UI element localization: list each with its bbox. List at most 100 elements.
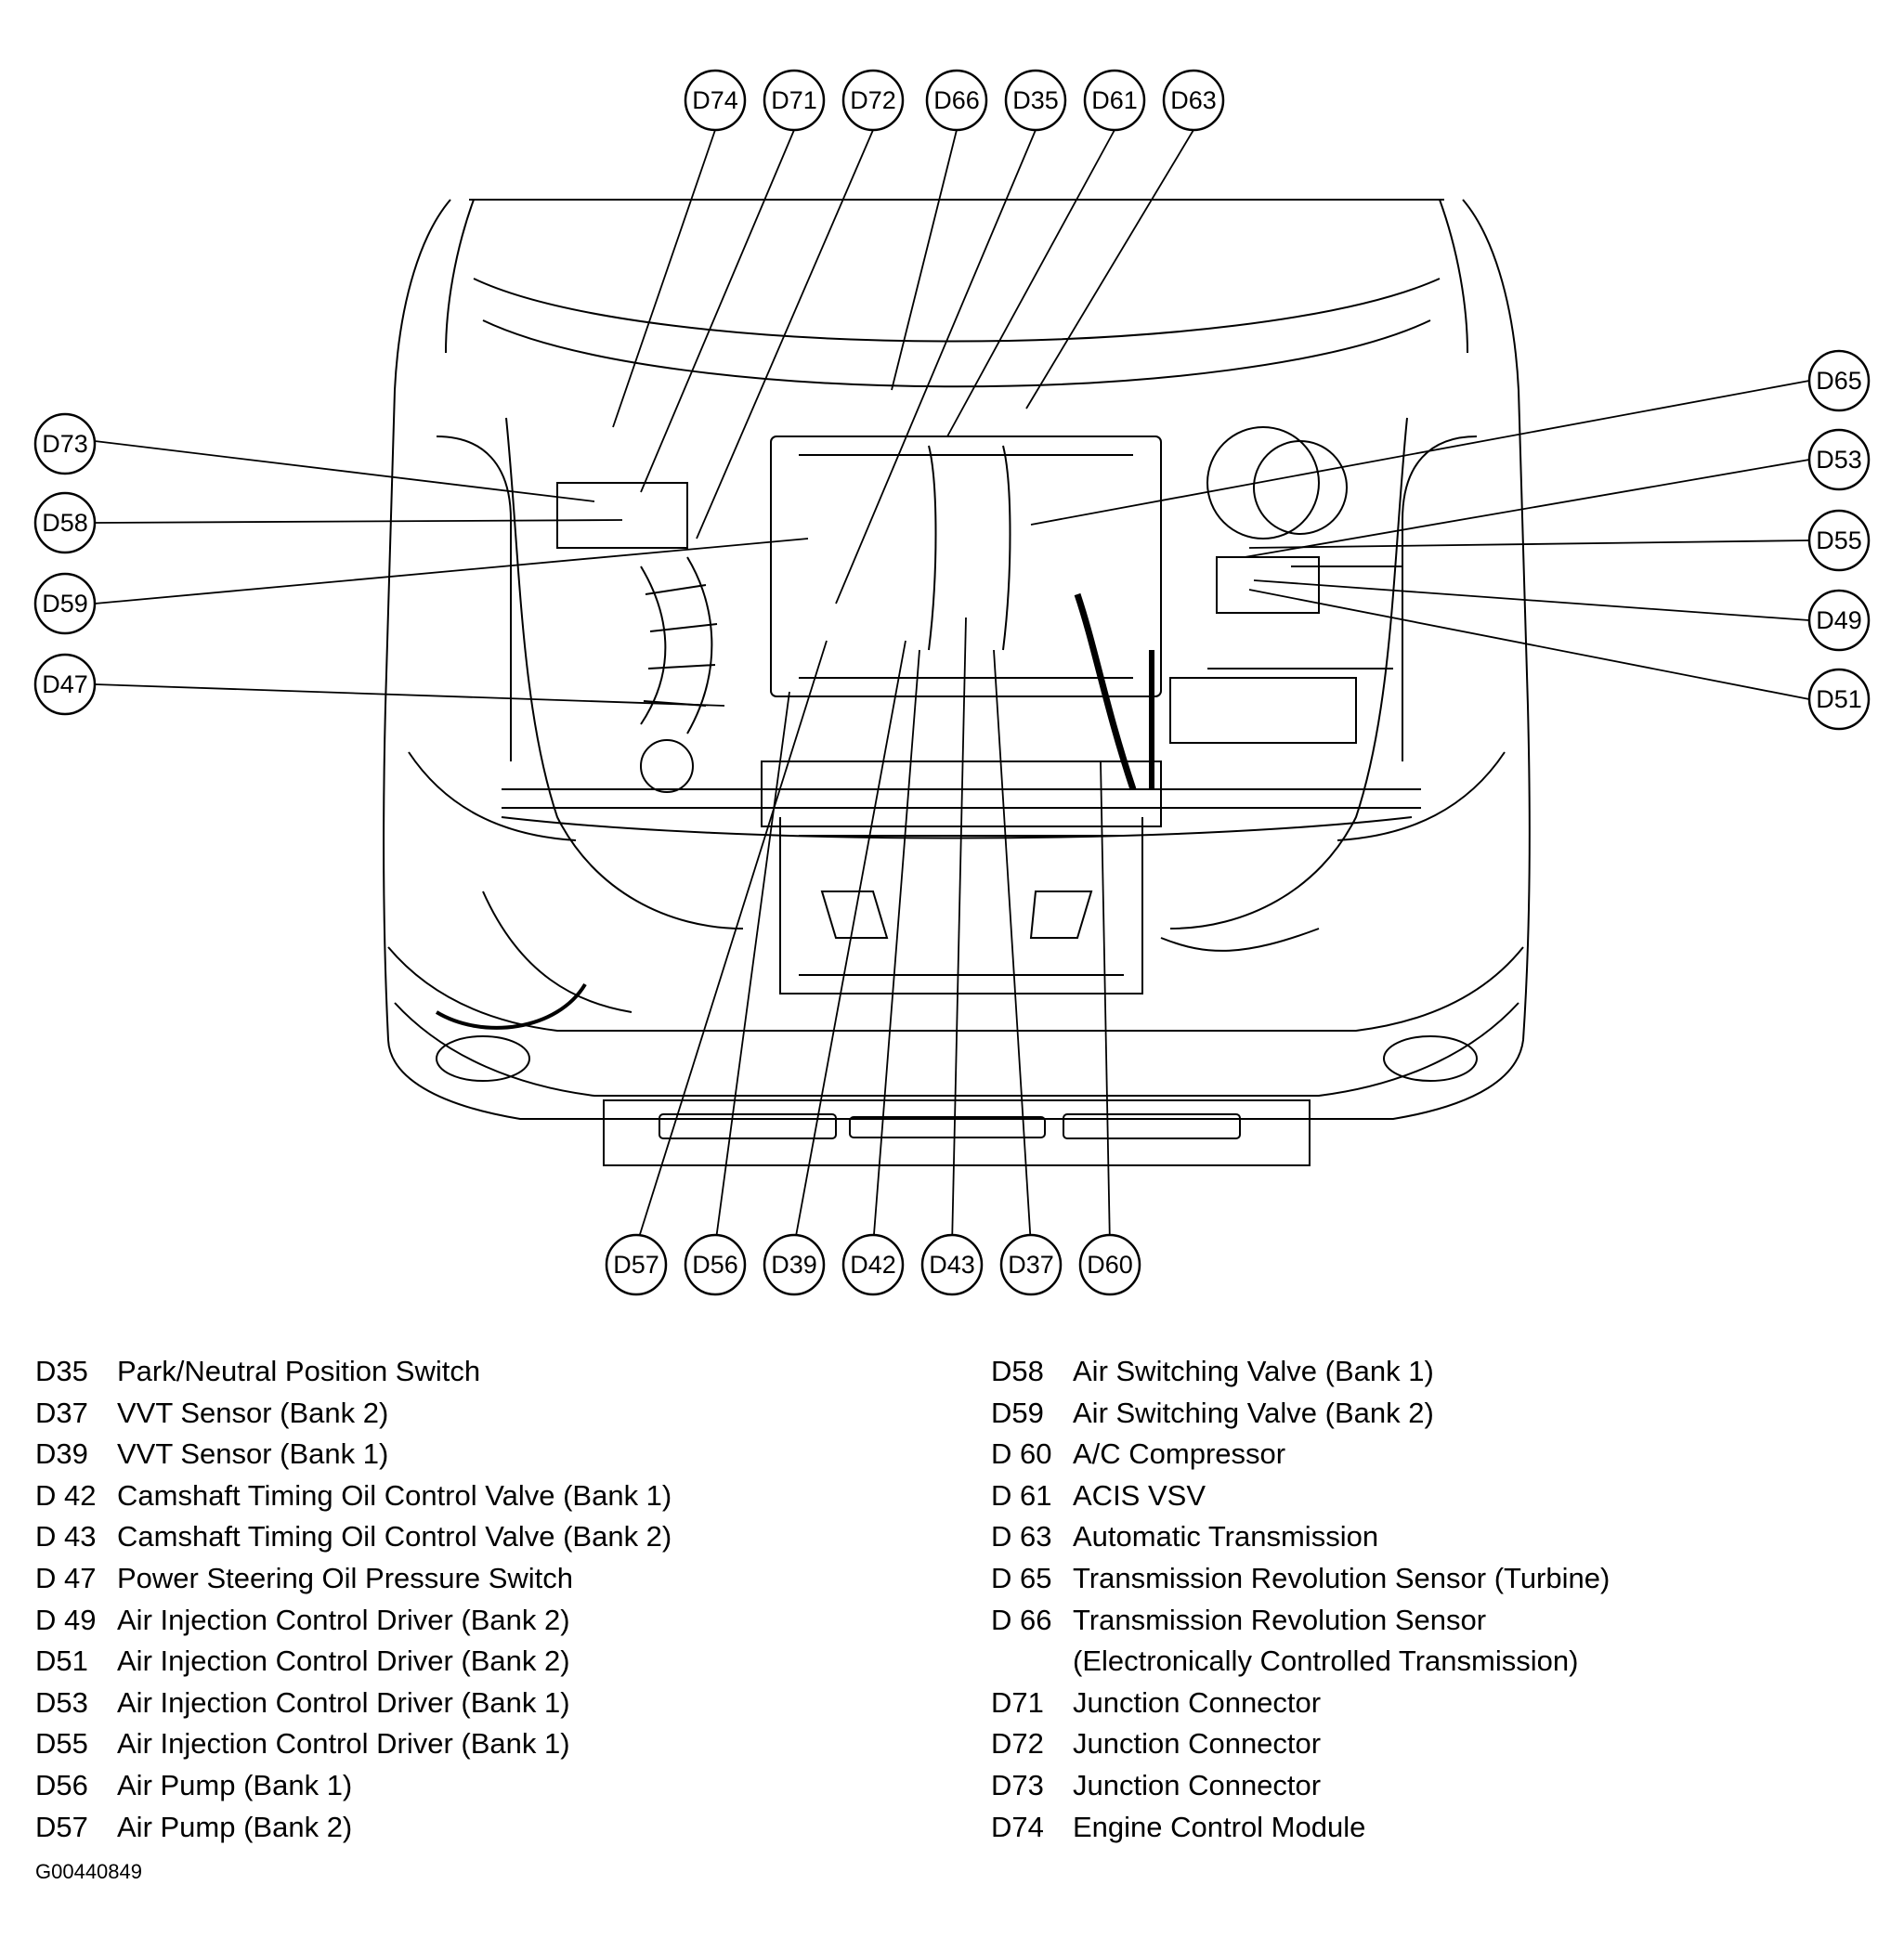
callout-d65-label: D65	[1816, 367, 1862, 395]
callout-d58-label: D58	[42, 509, 88, 537]
legend-item: D59 Air Switching Valve (Bank 2)	[991, 1393, 1883, 1435]
callout-d49: D49	[1807, 589, 1871, 652]
legend-code: D 42	[35, 1478, 97, 1512]
callout-d71: D71	[763, 69, 826, 132]
legend-code: D59	[991, 1396, 1044, 1429]
legend-code: D 47	[35, 1561, 97, 1594]
legend-item: D39 VVT Sensor (Bank 1)	[35, 1434, 964, 1476]
callout-leader-lines	[94, 129, 1810, 1247]
legend-description: Air Pump (Bank 2)	[117, 1810, 353, 1843]
callout-d56: D56	[684, 1233, 747, 1296]
callout-d61-label: D61	[1091, 86, 1138, 114]
legend-description: Air Switching Valve (Bank 2)	[1073, 1396, 1434, 1429]
callout-d63: D63	[1162, 69, 1225, 132]
legend-code: D 61	[991, 1478, 1052, 1512]
legend-description: Junction Connector	[1073, 1727, 1322, 1761]
callout-d37: D37	[999, 1233, 1063, 1296]
legend-right-column: D58 Air Switching Valve (Bank 1) D59 Air S…	[991, 1351, 1883, 1848]
legend-item: D 42 Camshaft Timing Oil Control Valve (B…	[35, 1476, 964, 1517]
callout-d72: D72	[841, 69, 905, 132]
legend-code: D56	[35, 1768, 88, 1801]
callout-d43-label: D43	[929, 1251, 975, 1279]
callout-d57: D57	[605, 1233, 668, 1296]
callout-d58: D58	[33, 491, 97, 554]
legend-item: D37 VVT Sensor (Bank 2)	[35, 1393, 964, 1435]
callout-d63-label: D63	[1170, 86, 1217, 114]
legend-description: Air Injection Control Driver (Bank 2)	[117, 1603, 570, 1636]
callout-d51: D51	[1807, 668, 1871, 731]
legend-code: D 60	[991, 1437, 1052, 1471]
legend-code: D57	[35, 1810, 88, 1843]
legend-code: D 66	[991, 1603, 1052, 1636]
callout-d65: D65	[1807, 349, 1871, 412]
legend-code: D35	[35, 1355, 88, 1387]
legend-item: D57 Air Pump (Bank 2)	[35, 1807, 964, 1849]
legend-code: D37	[35, 1396, 88, 1429]
legend-code: D39	[35, 1437, 88, 1471]
callout-d72-label: D72	[850, 86, 896, 114]
legend-code: D58	[991, 1355, 1044, 1387]
callout-d53-label: D53	[1816, 446, 1862, 474]
callout-d74-label: D74	[692, 86, 738, 114]
legend-item: D 63 Automatic Transmission	[991, 1516, 1883, 1558]
legend-code: D 49	[35, 1603, 97, 1636]
callout-d57-label: D57	[613, 1251, 659, 1279]
legend-item: D72 Junction Connector	[991, 1723, 1883, 1765]
legend-description: Automatic Transmission	[1073, 1520, 1379, 1554]
legend-description: VVT Sensor (Bank 2)	[117, 1396, 389, 1429]
legend-code: D 65	[991, 1561, 1052, 1594]
legend-item: D 49 Air Injection Control Driver (Bank 2…	[35, 1600, 964, 1642]
legend-description: ACIS VSV	[1073, 1478, 1206, 1512]
callout-d43: D43	[920, 1233, 984, 1296]
callout-d56-label: D56	[692, 1251, 738, 1279]
legend-item: D 47 Power Steering Oil Pressure Switch	[35, 1558, 964, 1600]
callout-d66: D66	[925, 69, 988, 132]
legend-item: D 61 ACIS VSV	[991, 1476, 1883, 1517]
legend-item: D58 Air Switching Valve (Bank 1)	[991, 1351, 1883, 1393]
callout-d39-label: D39	[771, 1251, 817, 1279]
callout-d51-label: D51	[1816, 685, 1862, 713]
callout-d59: D59	[33, 572, 97, 635]
legend-code: D51	[35, 1644, 88, 1678]
legend-description: A/C Compressor	[1073, 1437, 1286, 1471]
legend-description: Engine Control Module	[1073, 1810, 1366, 1843]
callout-d66-label: D66	[933, 86, 980, 114]
legend-description: Camshaft Timing Oil Control Valve (Bank …	[117, 1520, 672, 1554]
callout-d53: D53	[1807, 428, 1871, 491]
callouts-left: D73 D58 D59 D47	[33, 412, 97, 716]
callout-d71-label: D71	[771, 86, 817, 114]
legend-item: D35 Park/Neutral Position Switch	[35, 1351, 964, 1393]
legend-code: D72	[991, 1727, 1044, 1761]
legend-description: VVT Sensor (Bank 1)	[117, 1437, 389, 1471]
callout-d49-label: D49	[1816, 606, 1862, 634]
legend-description: Park/Neutral Position Switch	[117, 1355, 481, 1387]
callout-d61: D61	[1083, 69, 1146, 132]
legend-code: D74	[991, 1810, 1044, 1843]
callout-d60: D60	[1078, 1233, 1141, 1296]
callout-d47: D47	[33, 653, 97, 716]
legend-code: D 63	[991, 1520, 1052, 1554]
legend-description: Power Steering Oil Pressure Switch	[117, 1561, 574, 1594]
legend-description: Air Injection Control Driver (Bank 1)	[117, 1685, 570, 1719]
legend-description: Air Switching Valve (Bank 1)	[1073, 1355, 1434, 1387]
legend-item: D 65 Transmission Revolution Sensor (Turb…	[991, 1558, 1883, 1600]
legend-description: Transmission Revolution Sensor (Turbine)	[1073, 1561, 1611, 1594]
figure-id: G00440849	[35, 1860, 142, 1883]
callout-d42: D42	[841, 1233, 905, 1296]
callout-d42-label: D42	[850, 1251, 896, 1279]
legend-code: D55	[35, 1727, 88, 1761]
callout-d74: D74	[684, 69, 747, 132]
callout-d55-label: D55	[1816, 526, 1862, 554]
legend-description: Air Injection Control Driver (Bank 2)	[117, 1644, 570, 1678]
legend-description: Camshaft Timing Oil Control Valve (Bank …	[117, 1478, 672, 1512]
legend-item: D 60 A/C Compressor	[991, 1434, 1883, 1476]
legend-code: D 43	[35, 1520, 97, 1554]
engine-compartment-diagram: D74 D71 D72 D66 D35 D61 D63 D73 D58 D59 …	[33, 69, 1871, 1296]
callout-d73-label: D73	[42, 430, 88, 458]
callout-d55: D55	[1807, 509, 1871, 572]
